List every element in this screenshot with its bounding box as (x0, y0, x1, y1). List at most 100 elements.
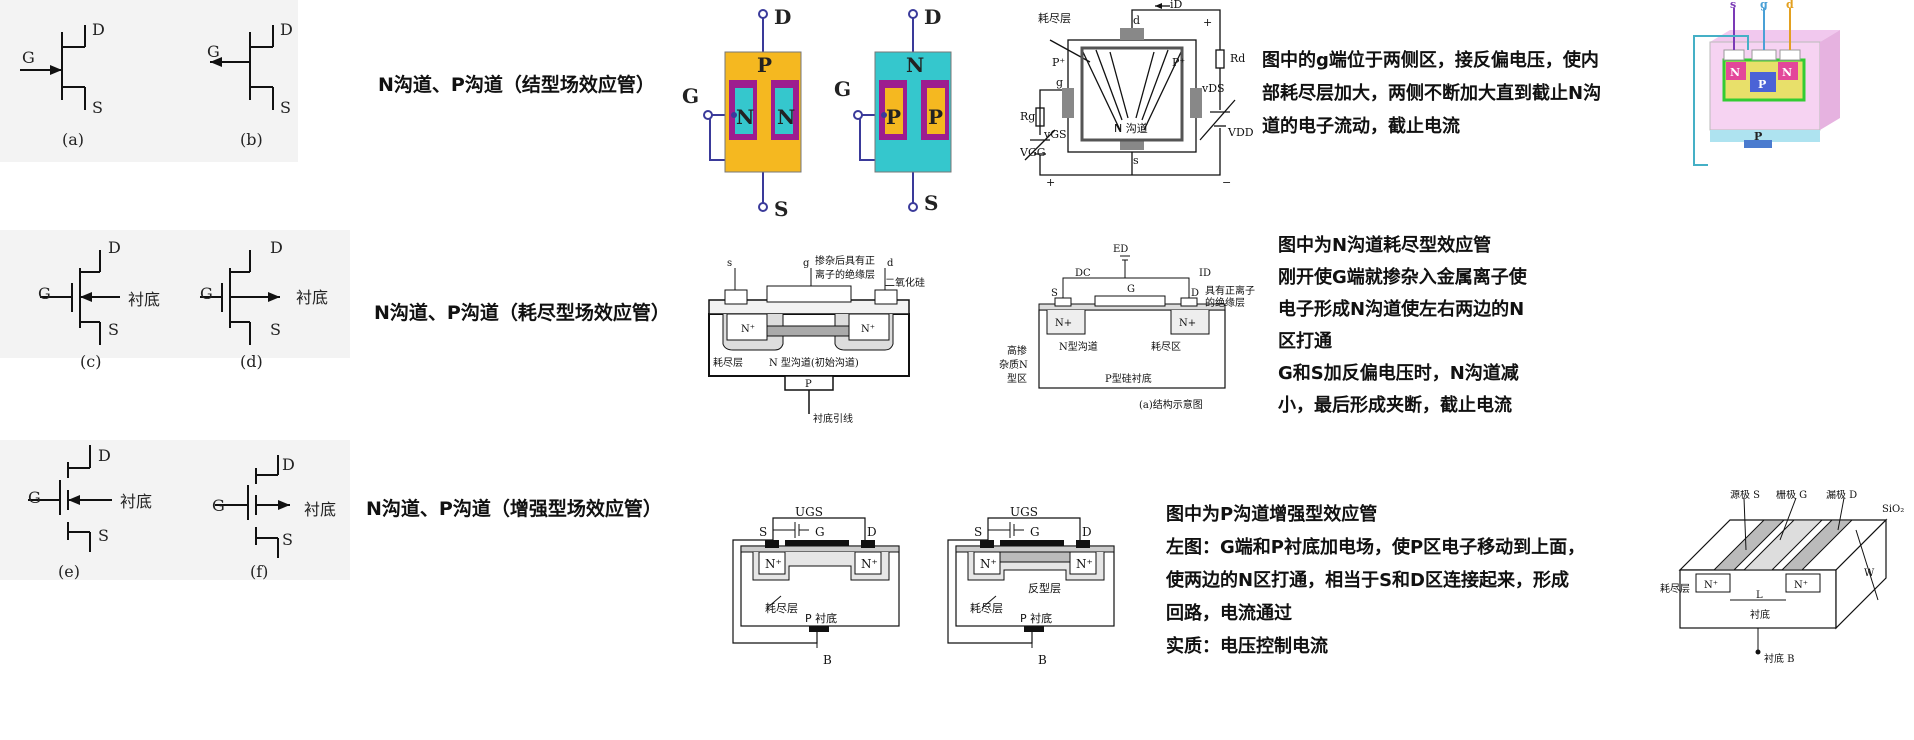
circuit-vdd: VDD (1227, 126, 1254, 139)
jfet-3d-diagram: s g d P N N P (1693, 0, 1840, 166)
dep-cross-n2: N⁺ (861, 324, 875, 335)
sym-f-s: S (282, 530, 293, 549)
enh-right-g: G (1030, 525, 1040, 539)
enh-line-5: 实质：电压控制电流 (1166, 636, 1328, 657)
jfet-n-s: S (774, 197, 788, 220)
jfet-circuit-diagram: 耗尽层 d iD + P⁺ P⁺ g Rd Rg vDS vGS VGG VDD… (1020, 0, 1254, 189)
circuit-channel: N 沟道 (1114, 121, 1148, 135)
sym-d-substrate: 衬底 (296, 288, 329, 307)
sym-c-g: G (38, 284, 51, 303)
dep-cross-g: g (803, 258, 810, 269)
circuit-plus-bottom: + (1046, 176, 1055, 189)
depletion-structure: ED DC G S D ID 具有正离子 的绝缘层 N+ N+ 高掺 杂质N 型… (999, 244, 1255, 411)
sym-e-s: S (98, 526, 109, 545)
dep-cross-channel: N 型沟道(初始沟道) (769, 356, 859, 369)
jfet3d-d: d (1786, 0, 1794, 11)
sym-f-substrate: 衬底 (304, 500, 337, 519)
jfet-explanation: 图中的g端位于两侧区，接反偏电压，使内 部耗尽层加大，两侧不断加大直到截止N沟 … (1262, 44, 1601, 143)
enh-line-4: 回路，电流通过 (1166, 603, 1292, 624)
sym-a-d: D (92, 20, 105, 39)
enh-line-1: 图中为P沟道增强型效应管 (1166, 504, 1378, 525)
enh-right-substrate: P 衬底 (1020, 611, 1052, 625)
depletion-cross-section: s g d 掺杂后具有正 离子的绝缘层 二氧化硅 N⁺ N⁺ 耗尽层 N 型沟道… (708, 254, 925, 425)
enh-right-vgs: UGS (1010, 505, 1038, 519)
dep-struct-ed: ED (1113, 244, 1128, 255)
enh3d-source: 源极 S (1730, 490, 1760, 501)
jfet3d-s: s (1730, 0, 1736, 11)
sym-d-caption: (d) (240, 352, 263, 371)
enh-line-3: 使两边的N区打通，相当于S和D区连接起来，形成 (1166, 570, 1569, 591)
sym-d-d: D (270, 238, 283, 257)
circuit-minus: − (1222, 176, 1231, 189)
circuit-id: iD (1170, 0, 1183, 11)
dep-struct-g: G (1127, 284, 1135, 295)
sym-e-caption: (e) (58, 562, 80, 581)
circuit-vgs: vGS (1043, 128, 1067, 141)
enh-left-substrate: P 衬底 (805, 611, 837, 625)
dep-cross-s: s (727, 258, 732, 269)
dep-struct-n2: N+ (1179, 318, 1196, 329)
sym-f-caption: (f) (250, 562, 269, 581)
jfet-p-body-label: N (906, 53, 924, 77)
sym-c-d: D (108, 238, 121, 257)
enhancement-3d-diagram: 源极 S 栅极 G 漏极 D SiO₂ 耗尽层 N⁺ N⁺ L W 衬底 衬底 … (1660, 490, 1904, 665)
jfet-p-right-label: P (928, 105, 943, 129)
row-title-enhancement: N沟道、P沟道（增强型场效应管） (366, 498, 662, 520)
dep-cross-sub-lead: 衬底引线 (813, 412, 853, 425)
enh3d-n1: N⁺ (1704, 580, 1718, 591)
jfet3d-g: g (1760, 0, 1768, 11)
sym-b-g: G (207, 42, 220, 61)
circuit-g: g (1056, 76, 1063, 89)
circuit-rd: Rd (1230, 52, 1245, 65)
enhancement-right-diagram: S UGS G D N⁺ N⁺ 耗尽层 反型层 P 衬底 B (947, 505, 1115, 667)
enh3d-depletion: 耗尽层 (1660, 583, 1690, 595)
circuit-vgg: VGG (1020, 146, 1046, 159)
jfet-p-g: G (834, 77, 851, 101)
jfet-p-left-label: P (886, 105, 901, 129)
dep-line-4: 区打通 (1278, 331, 1332, 352)
circuit-depletion-label: 耗尽层 (1038, 12, 1071, 25)
sym-e-substrate: 衬底 (120, 492, 153, 511)
enh-line-2: 左图：G端和P衬底加电场，使P区电子移动到上面， (1166, 537, 1586, 558)
enh3d-gate: 栅极 G (1776, 490, 1807, 501)
jfet-n-right-label: N (777, 105, 795, 129)
enh-left-d: D (867, 525, 877, 539)
dep-struct-ions1: 具有正离子 (1205, 284, 1255, 297)
row-title-jfet: N沟道、P沟道（结型场效应管） (378, 74, 655, 96)
circuit-p2: P⁺ (1172, 56, 1185, 69)
enh-left-n2: N⁺ (861, 557, 878, 571)
dep-cross-depletion: 耗尽层 (713, 357, 743, 369)
enh-right-inversion: 反型层 (1028, 581, 1061, 595)
enh3d-w: W (1864, 568, 1875, 579)
dep-struct-hd2: 杂质N (999, 359, 1028, 371)
jfet3d-p2: P (1758, 78, 1766, 91)
dep-struct-s: S (1051, 288, 1058, 299)
dep-line-2: 刚开使G端就掺杂入金属离子使 (1278, 267, 1527, 288)
sym-e-d: D (98, 446, 111, 465)
enh-left-n1: N⁺ (765, 557, 782, 571)
dep-line-6: 小，最后形成夹断，截止电流 (1278, 395, 1512, 416)
dep-struct-d: D (1191, 288, 1199, 299)
jfet-colored-diagram: D G S P N N D G S N P P (682, 5, 952, 220)
dep-struct-caption: (a)结构示意图 (1139, 398, 1203, 411)
jfet3d-p: P (1754, 130, 1762, 143)
dep-cross-n1: N⁺ (741, 324, 755, 335)
sym-b-caption: (b) (240, 130, 263, 149)
dep-line-1: 图中为N沟道耗尽型效应管 (1278, 235, 1492, 256)
dep-cross-note2: 离子的绝缘层 (815, 268, 875, 281)
dep-struct-nch: N型沟道 (1059, 340, 1098, 353)
dep-struct-ions2: 的绝缘层 (1205, 296, 1245, 309)
fet-symbols (20, 25, 290, 558)
jfet-p-s: S (924, 191, 938, 215)
sym-c-s: S (108, 320, 119, 339)
dep-struct-depl: 耗尽区 (1151, 341, 1181, 353)
dep-cross-note1: 掺杂后具有正 (815, 254, 875, 267)
enh3d-substrate: 衬底 (1750, 608, 1770, 621)
sym-b-s: S (280, 98, 291, 117)
circuit-p1: P⁺ (1052, 56, 1065, 69)
symbol-panel-enhancement (0, 440, 350, 580)
enh-right-b: B (1038, 653, 1047, 667)
dep-line-3: 电子形成N沟道使左右两边的N (1278, 299, 1525, 320)
dep-struct-psub: P型硅衬底 (1105, 372, 1152, 385)
sym-b-d: D (280, 20, 293, 39)
